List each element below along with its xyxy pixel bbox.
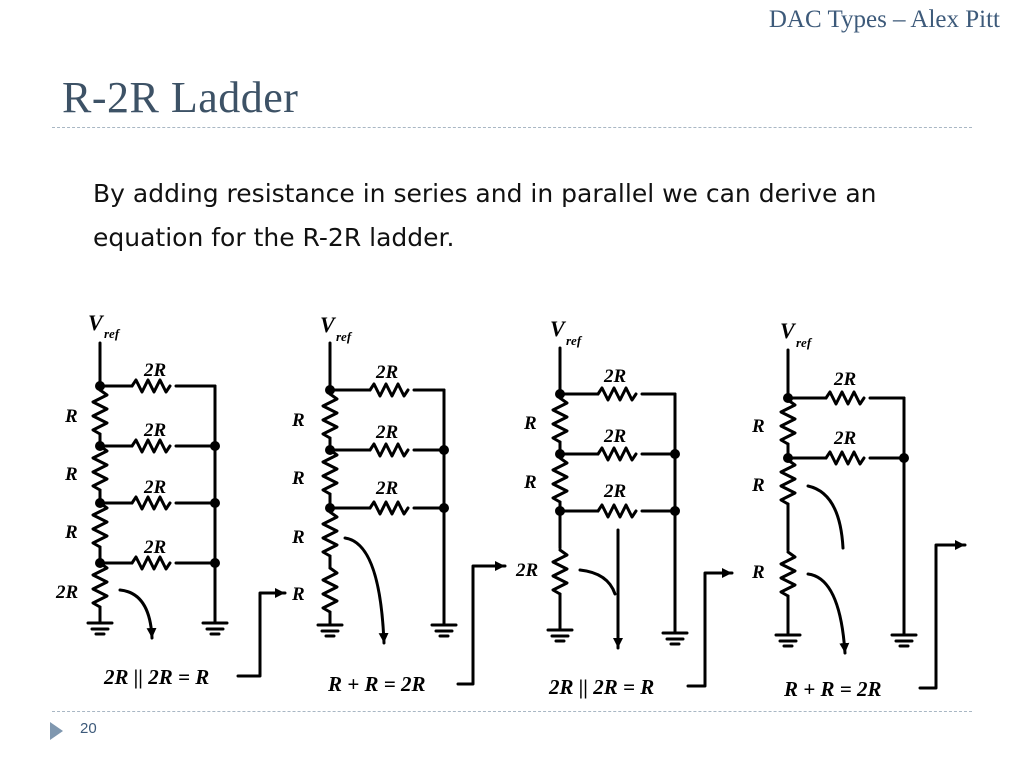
slide-title: R-2R Ladder bbox=[62, 73, 299, 122]
series-label: R bbox=[523, 472, 537, 493]
title-divider bbox=[52, 127, 972, 128]
equation-2: R + R = 2R bbox=[327, 672, 425, 696]
series-label: R bbox=[291, 584, 305, 605]
series-label: R bbox=[291, 468, 305, 489]
rung-label: 2R bbox=[143, 537, 166, 558]
r2r-ladder-diagram: V ref 2R 2R 2R 2R R R R 2R 2R || 2R = R … bbox=[55, 310, 967, 701]
series-label: R bbox=[64, 522, 78, 543]
series-label: R bbox=[291, 410, 305, 431]
rung-label: 2R bbox=[375, 362, 398, 383]
series-label: R bbox=[751, 562, 765, 583]
rung-label: 2R bbox=[833, 369, 856, 390]
vref-label-3: V bbox=[550, 316, 567, 341]
series-label: R bbox=[751, 475, 765, 496]
rung-label: 2R bbox=[143, 420, 166, 441]
equation-1: 2R || 2R = R bbox=[103, 665, 209, 689]
rung-label: 2R bbox=[143, 477, 166, 498]
rung-label: 2R bbox=[603, 426, 626, 447]
panel-4 bbox=[774, 348, 967, 690]
equation-3: 2R || 2R = R bbox=[548, 675, 654, 699]
vref-label-1: V bbox=[88, 310, 105, 335]
rung-label: 2R bbox=[833, 428, 856, 449]
series-label: R bbox=[64, 406, 78, 427]
vref-subscript-1: ref bbox=[104, 326, 121, 341]
play-triangle-icon bbox=[50, 722, 63, 740]
rung-label: 2R bbox=[375, 478, 398, 499]
vref-subscript-2: ref bbox=[336, 329, 353, 344]
footer-divider bbox=[52, 711, 972, 712]
vref-subscript-3: ref bbox=[566, 333, 583, 348]
vref-subscript-4: ref bbox=[796, 335, 813, 350]
panel-2 bbox=[316, 341, 507, 686]
series-label: 2R bbox=[515, 560, 538, 581]
panel-1 bbox=[86, 341, 287, 678]
body-paragraph: By adding resistance in series and in pa… bbox=[93, 179, 877, 252]
body-text: By adding resistance in series and in pa… bbox=[93, 172, 973, 260]
rung-label: 2R bbox=[143, 360, 166, 381]
vref-label-2: V bbox=[320, 312, 337, 337]
series-label: R bbox=[64, 464, 78, 485]
series-label: R bbox=[523, 413, 537, 434]
series-label: R bbox=[751, 416, 765, 437]
rung-label: 2R bbox=[603, 481, 626, 502]
rung-label: 2R bbox=[375, 422, 398, 443]
rung-label: 2R bbox=[603, 366, 626, 387]
equation-4: R + R = 2R bbox=[783, 677, 881, 701]
deck-title: DAC Types – Alex Pitt bbox=[768, 6, 1000, 33]
series-label: 2R bbox=[55, 582, 78, 603]
page-number: 20 bbox=[80, 720, 97, 737]
panel-3 bbox=[546, 346, 734, 688]
series-label: R bbox=[291, 527, 305, 548]
vref-label-4: V bbox=[780, 318, 797, 343]
